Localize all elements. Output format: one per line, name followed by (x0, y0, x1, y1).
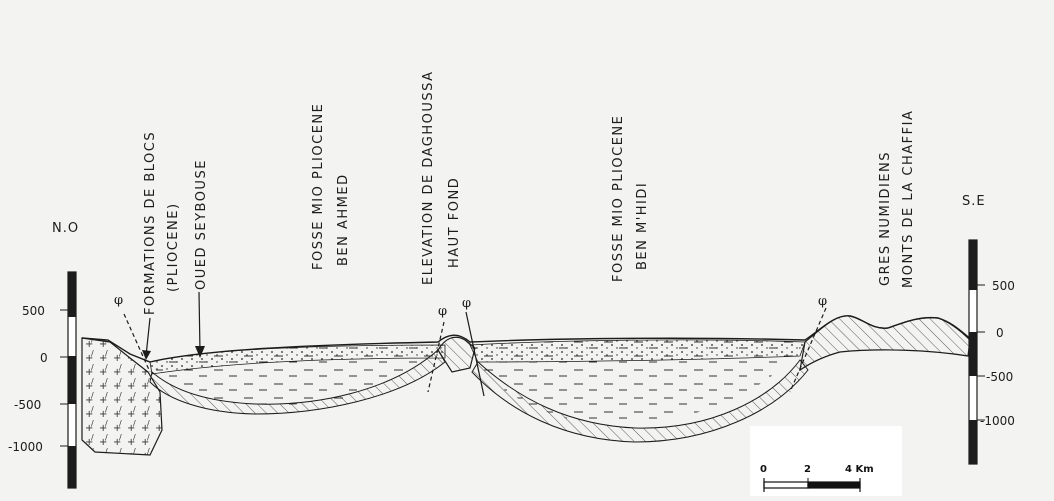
end-label-no: N.O (52, 221, 79, 236)
label-haut-fond: HAUT FOND (447, 177, 462, 268)
label-elevation-daghoussa: ELEVATION DE DAGHOUSSA (421, 70, 436, 285)
daghoussa-high (438, 337, 475, 372)
right-tick-0: 0 (996, 326, 1004, 340)
fault-symbol-chaffia: φ (818, 294, 827, 309)
end-label-se: S.E (962, 194, 986, 209)
crystalline-basement (82, 338, 162, 455)
label-fosse-ben-mhidi-2: BEN M'HIDI (635, 182, 650, 270)
label-formations-de-blocs: FORMATIONS DE BLOCS (143, 131, 158, 315)
left-elevation-scale (60, 272, 76, 488)
right-elevation-scale (969, 240, 985, 464)
right-tick-500: 500 (992, 279, 1015, 293)
label-fosse-ben-ahmed-2: BEN AHMED (336, 173, 351, 266)
left-tick-minus500: -500 (14, 398, 41, 412)
formations-pointer (146, 318, 150, 356)
label-fosse-ben-mhidi-1: FOSSE MIO PLIOCENE (611, 115, 626, 282)
formations-arrowhead (142, 350, 151, 360)
scale-tick-4km: 4 Km (845, 464, 874, 475)
oued-pointer (199, 292, 200, 352)
left-tick-500: 500 (22, 304, 45, 318)
chaffia-mountains (800, 316, 970, 370)
scale-tick-0: 0 (760, 464, 767, 475)
distance-scale-bar (750, 426, 902, 496)
label-gres-numidiens: GRES NUMIDIENS (878, 151, 893, 286)
label-fosse-ben-ahmed-1: FOSSE MIO PLIOCENE (311, 103, 326, 270)
fault-symbol-daghoussa-east: φ (462, 296, 471, 311)
right-tick-minus500: -500 (986, 370, 1013, 384)
left-tick-0: 0 (40, 351, 48, 365)
scale-tick-2: 2 (804, 464, 811, 475)
fault-symbol-daghoussa-west: φ (438, 304, 447, 319)
right-tick-minus1000: -1000 (980, 414, 1015, 428)
label-oued-seybouse: OUED SEYBOUSE (194, 159, 209, 290)
left-tick-minus1000: -1000 (8, 440, 43, 454)
fault-symbol-west: φ (114, 293, 123, 308)
label-monts-chaffia: MONTS DE LA CHAFFIA (901, 110, 916, 288)
label-pliocene: (PLIOCENE) (166, 202, 181, 292)
